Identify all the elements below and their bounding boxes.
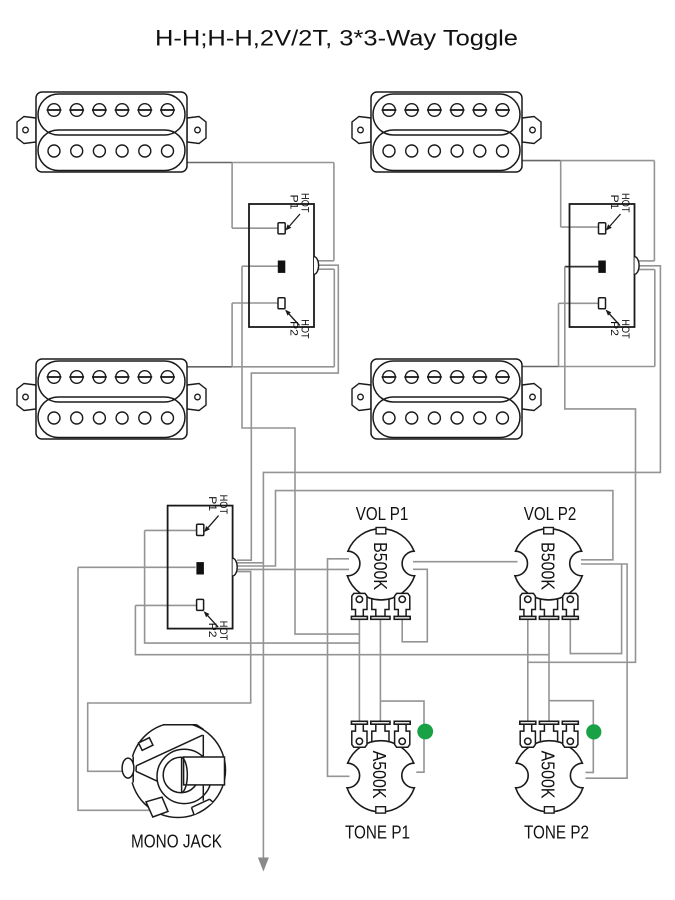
svg-text:P2: P2 <box>608 321 620 336</box>
svg-text:P1: P1 <box>287 195 299 210</box>
svg-text:TONE P2: TONE P2 <box>524 822 589 842</box>
svg-text:TONE P1: TONE P1 <box>345 822 410 842</box>
svg-text:HOT: HOT <box>217 621 229 641</box>
svg-text:B500K: B500K <box>537 542 557 590</box>
svg-text:B500K: B500K <box>370 542 390 590</box>
svg-text:P2: P2 <box>206 623 218 638</box>
svg-text:HOT: HOT <box>299 193 311 213</box>
svg-text:HOT: HOT <box>217 495 229 515</box>
svg-text:P2: P2 <box>287 321 299 336</box>
svg-text:HOT: HOT <box>619 319 631 339</box>
svg-text:VOL P2: VOL P2 <box>524 504 577 524</box>
svg-text:A500K: A500K <box>369 751 389 799</box>
svg-text:P1: P1 <box>608 195 620 210</box>
svg-text:MONO JACK: MONO JACK <box>131 832 222 852</box>
svg-text:P1: P1 <box>206 496 218 511</box>
svg-text:VOL P1: VOL P1 <box>356 504 409 524</box>
svg-text:HOT: HOT <box>619 193 631 213</box>
svg-text:H-H;H-H,2V/2T, 3*3-Way Toggle: H-H;H-H,2V/2T, 3*3-Way Toggle <box>155 25 518 50</box>
svg-text:A500K: A500K <box>537 751 557 799</box>
svg-text:HOT: HOT <box>299 319 311 339</box>
